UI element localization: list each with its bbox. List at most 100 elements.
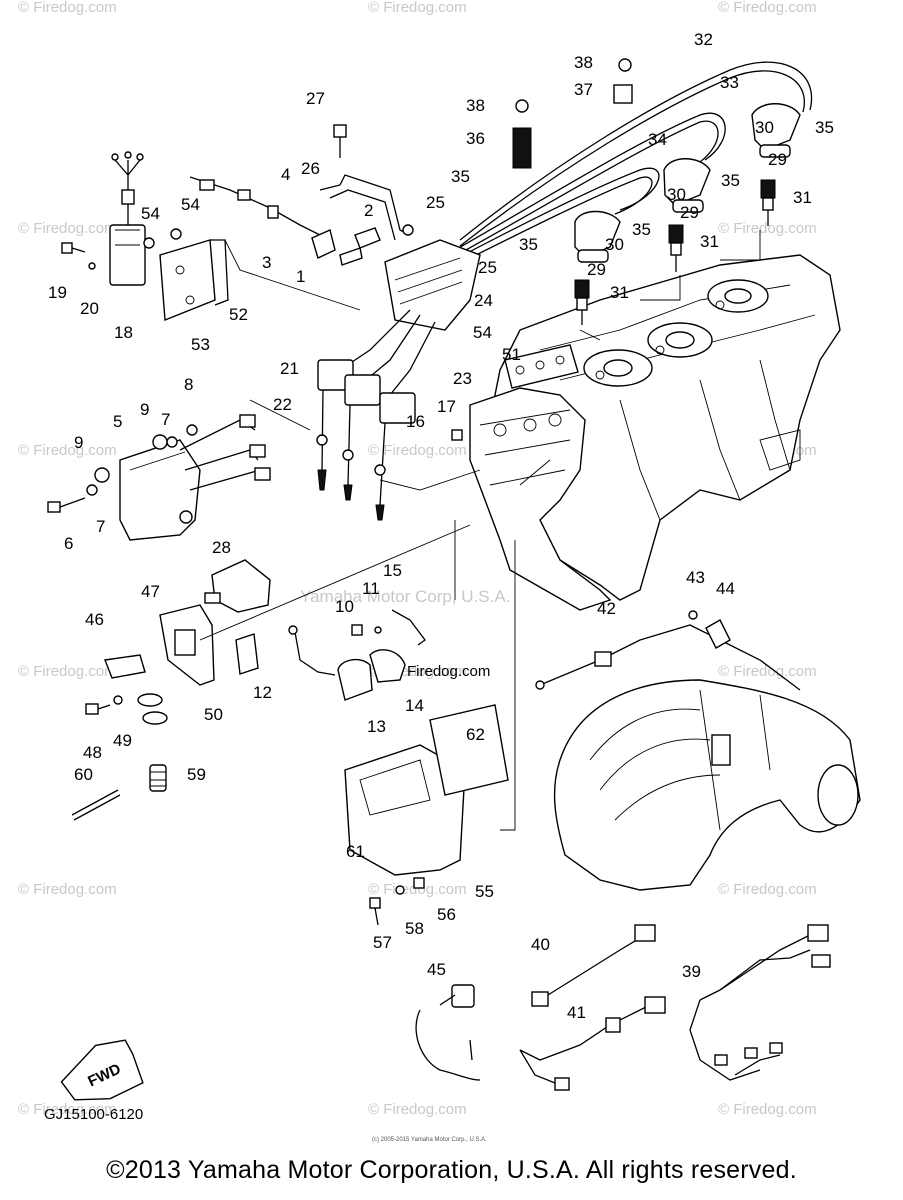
- exhaust-pipe: [553, 679, 861, 891]
- callout-14-15: 14: [405, 696, 424, 715]
- callout-38-51: 38: [466, 96, 485, 115]
- watermark-c4: © Firedog.com: [368, 881, 467, 898]
- engine-block: [469, 254, 841, 611]
- electrical-box: [344, 704, 509, 926]
- callout-13-14: 13: [367, 717, 386, 736]
- plug-wires: [449, 58, 813, 325]
- watermark-l3: © Firedog.com: [18, 663, 117, 680]
- callout-60-75: 60: [74, 765, 93, 784]
- wire-harnesses: [415, 610, 831, 1091]
- callout-43-56: 43: [686, 568, 705, 587]
- callout-52-65: 52: [229, 305, 248, 324]
- callout-33-41: 33: [720, 73, 739, 92]
- watermark-r4: © Firedog.com: [718, 881, 817, 898]
- callout-49-62: 49: [113, 731, 132, 750]
- callout-31-38: 31: [700, 232, 719, 251]
- callout-1-0: 1: [296, 267, 305, 286]
- callout-39-52: 39: [682, 962, 701, 981]
- callout-44-57: 44: [716, 579, 735, 598]
- callout-35-46: 35: [519, 235, 538, 254]
- callout-54-69: 54: [473, 323, 492, 342]
- callout-29-33: 29: [587, 260, 606, 279]
- callout-24-25: 24: [474, 291, 493, 310]
- watermark-tr: © Firedog.com: [718, 0, 817, 16]
- watermark-c2: © Firedog.com: [368, 442, 467, 459]
- callout-30-36: 30: [605, 235, 624, 254]
- callout-34-42: 34: [648, 130, 667, 149]
- callout-21-22: 21: [280, 359, 299, 378]
- callout-15-16: 15: [383, 561, 402, 580]
- callout-40-53: 40: [531, 935, 550, 954]
- callout-16-17: 16: [406, 412, 425, 431]
- callout-29-32: 29: [680, 203, 699, 222]
- callout-9-10: 9: [74, 433, 83, 452]
- callout-30-34: 30: [755, 118, 774, 137]
- watermark-l4: © Firedog.com: [18, 881, 117, 898]
- callout-18-19: 18: [114, 323, 133, 342]
- callout-45-58: 45: [427, 960, 446, 979]
- callout-42-55: 42: [597, 599, 616, 618]
- callout-25-27: 25: [478, 258, 497, 277]
- watermark-ml: © Firedog.com: [18, 220, 117, 237]
- callout-23-24: 23: [453, 369, 472, 388]
- spark-plug-1: [760, 179, 776, 226]
- callout-7-6: 7: [96, 517, 105, 536]
- callout-25-26: 25: [426, 193, 445, 212]
- watermark-l2: © Firedog.com: [18, 442, 117, 459]
- callout-35-47: 35: [451, 167, 470, 186]
- watermark-mr: © Firedog.com: [718, 220, 817, 237]
- spark-plug-2: [668, 224, 684, 272]
- callout-38-50: 38: [574, 53, 593, 72]
- callout-46-59: 46: [85, 610, 104, 629]
- callout-30-35: 30: [667, 185, 686, 204]
- callout-31-39: 31: [610, 283, 629, 302]
- callout-28-30: 28: [212, 538, 231, 557]
- misc-left: [71, 559, 271, 821]
- callout-8-8: 8: [184, 375, 193, 394]
- callout-58-73: 58: [405, 919, 424, 938]
- callout-35-43: 35: [815, 118, 834, 137]
- tiny-copyright: (c) 2005-2015 Yamaha Motor Corp., U.S.A.: [372, 1137, 487, 1143]
- callout-6-5: 6: [64, 534, 73, 553]
- callout-35-44: 35: [721, 171, 740, 190]
- callout-47-60: 47: [141, 582, 160, 601]
- callout-26-28: 26: [301, 159, 320, 178]
- watermark-tl: © Firedog.com: [18, 0, 117, 16]
- callout-4-3: 4: [281, 165, 290, 184]
- fwd-arrow: FWD: [60, 1039, 144, 1101]
- callout-61-76: 61: [346, 842, 365, 861]
- callout-54-67: 54: [141, 204, 160, 223]
- rectifier: [61, 151, 229, 322]
- watermark-l5: © Firedog.com: [18, 1101, 117, 1118]
- callout-36-48: 36: [466, 129, 485, 148]
- callout-35-45: 35: [632, 220, 651, 239]
- callout-56-71: 56: [437, 905, 456, 924]
- callout-50-63: 50: [204, 705, 223, 724]
- callout-62-77: 62: [466, 725, 485, 744]
- callout-48-61: 48: [83, 743, 102, 762]
- cdi-unit: [47, 414, 271, 541]
- leader-lines: [199, 230, 761, 831]
- callout-10-11: 10: [335, 597, 354, 616]
- callout-12-13: 12: [253, 683, 272, 702]
- callout-57-72: 57: [373, 933, 392, 952]
- callout-59-74: 59: [187, 765, 206, 784]
- callout-19-20: 19: [48, 283, 67, 302]
- callout-41-54: 41: [567, 1003, 586, 1022]
- watermark-center: Yamaha Motor Corp, U.S.A.: [300, 587, 510, 606]
- callout-32-40: 32: [694, 30, 713, 49]
- callout-29-31: 29: [768, 150, 787, 169]
- callout-53-66: 53: [191, 335, 210, 354]
- callout-9-9: 9: [140, 400, 149, 419]
- callout-11-12: 11: [362, 579, 380, 598]
- watermark-tc: © Firedog.com: [368, 0, 467, 16]
- ignition-coils: [316, 124, 481, 521]
- callout-numbers: 1234567789910111213141516171819202122232…: [48, 30, 834, 1022]
- starter-relay: [235, 429, 463, 701]
- callout-55-70: 55: [475, 882, 494, 901]
- footer-copyright: ©2013 Yamaha Motor Corporation, U.S.A. A…: [106, 1156, 797, 1184]
- callout-7-7: 7: [161, 410, 170, 429]
- callout-2-1: 2: [364, 201, 373, 220]
- callout-51-64: 51: [502, 345, 521, 364]
